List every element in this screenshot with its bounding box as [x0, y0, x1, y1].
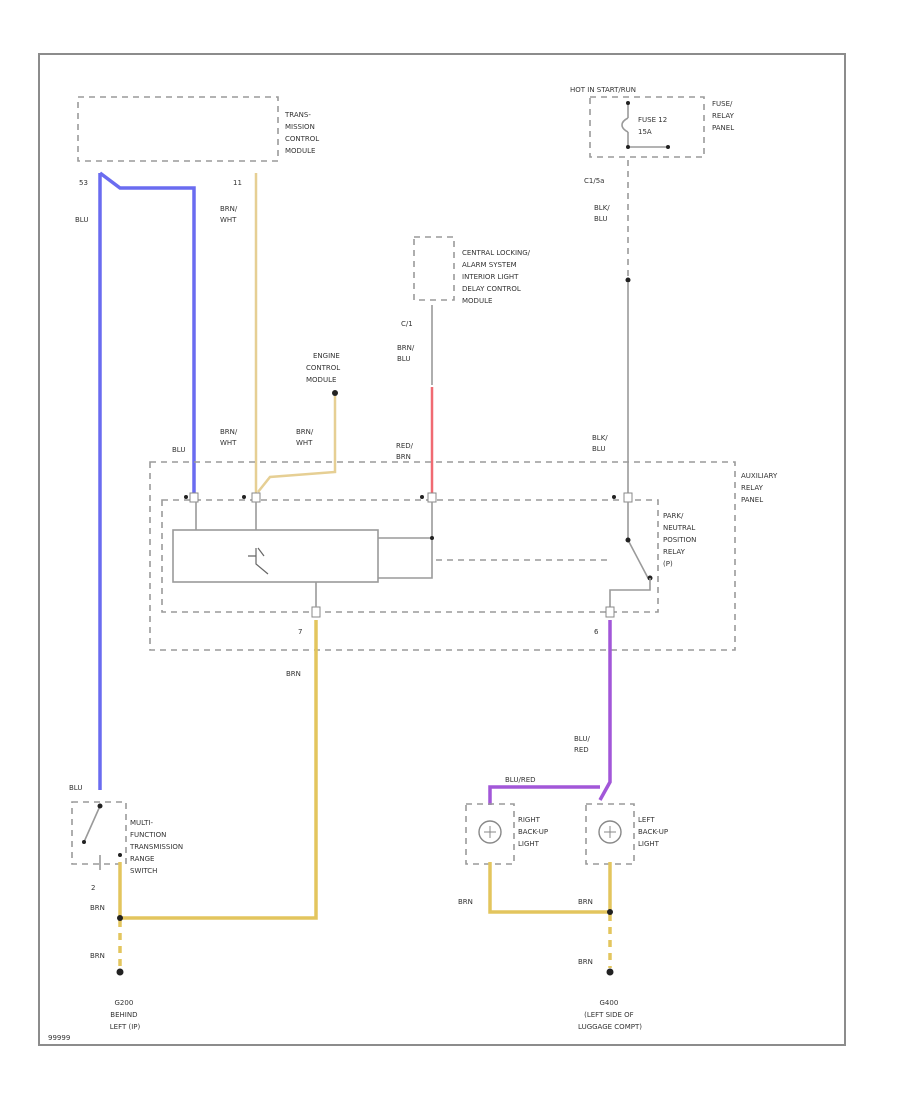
relay-switch-output: [609, 578, 651, 612]
mfs-dot-1: [97, 803, 103, 809]
wire-brn-wht-mid1-label: BRN/ WHT: [220, 428, 240, 447]
tcm-pin-11: 11: [233, 179, 242, 187]
wire-blu-red-small-label: BLU/RED: [505, 776, 536, 784]
transmission-control-module-box: [77, 96, 279, 162]
fuse-dot-top: [626, 101, 630, 105]
auxiliary-relay-panel-box: [149, 461, 736, 651]
relay-junction: [430, 536, 434, 540]
mfs-pin-2-label: 2: [91, 884, 95, 892]
wire-brn-wht-ecm: [257, 396, 337, 493]
wire-brn-wht-top-label: BRN/ WHT: [220, 205, 240, 224]
relay-timer-symbol: [248, 547, 269, 575]
pin-7-connector: [311, 606, 321, 618]
splice-left-ground: [117, 915, 123, 921]
multifunction-switch-box: [71, 801, 127, 865]
pin-6-connector: [605, 606, 615, 618]
wire-brn-wht-mid2-label: BRN/ WHT: [296, 428, 316, 447]
blk-blu-top-label: BLK/ BLU: [594, 204, 612, 223]
hot-in-start-run-label: HOT IN START/RUN: [570, 86, 636, 94]
diagram-frame: [38, 53, 846, 1046]
ground-right-label: G400 (LEFT SIDE OF LUGGAGE COMPT): [578, 999, 642, 1031]
right-backup-light-label: RIGHT BACK-UP LIGHT: [518, 816, 550, 848]
brn-blu-label: BRN/ BLU: [397, 344, 417, 363]
relay-internal-wires: [195, 502, 433, 579]
right-backup-light-bulb: [478, 820, 502, 844]
wire-brn-a-label: BRN: [90, 904, 105, 912]
multifunction-switch-label: MULTI- FUNCTION TRANSMISSION RANGE SWITC…: [129, 819, 185, 875]
wire-brn-mid-label: BRN: [286, 670, 301, 678]
wire-brn-d-label: BRN: [578, 898, 593, 906]
splice-right-ground: [607, 909, 613, 915]
connector-c1-5a-label: C1/5a: [584, 177, 604, 185]
fuse-relay-panel-label: FUSE/ RELAY PANEL: [712, 100, 736, 132]
wire-blu-mid-label: BLU: [172, 446, 185, 454]
left-backup-light-label: LEFT BACK-UP LIGHT: [638, 816, 670, 848]
central-pin-label: C/1: [401, 320, 413, 328]
pin-6-label: 6: [594, 628, 599, 636]
fuse-element: [621, 117, 629, 133]
wire-brn-c-label: BRN: [458, 898, 473, 906]
transmission-control-module-label: TRANS- MISSION CONTROL MODULE: [284, 111, 321, 155]
central-locking-module-label: CENTRAL LOCKING/ ALARM SYSTEM INTERIOR L…: [462, 249, 532, 305]
wire-blu-bottom-label: BLU: [69, 784, 82, 792]
wire-blu-red-to-lights: [488, 620, 612, 805]
park-neutral-relay-box: [161, 499, 659, 613]
wire-blu-red-label: BLU/ RED: [574, 735, 592, 754]
fuse-dot-right: [666, 145, 670, 149]
fuse-12-label: FUSE 12 15A: [638, 116, 669, 136]
ecm-terminal: [332, 390, 338, 396]
ground-right-terminal: [606, 968, 614, 976]
right-bulb-filament: [484, 826, 496, 838]
splice-blk-blu: [625, 277, 631, 283]
wire-brn-e-label: BRN: [578, 958, 593, 966]
ground-left-terminal: [116, 968, 124, 976]
park-neutral-relay-label: PARK/ NEUTRAL POSITION RELAY (P): [663, 512, 699, 568]
wire-brn-b-label: BRN: [90, 952, 105, 960]
auxiliary-relay-panel-label: AUXILIARY RELAY PANEL: [741, 472, 779, 504]
wire-blu-top-label: BLU: [75, 216, 88, 224]
left-bulb-filament: [604, 826, 616, 838]
wire-red-brn-label: RED/ BRN: [396, 442, 415, 461]
relay-switch-contact: [627, 502, 649, 579]
wire-brn-pin7-to-ground: [120, 620, 318, 920]
relay-switch-dot-top: [625, 537, 631, 543]
pin-7-label: 7: [298, 628, 302, 636]
aux-panel-connectors: [184, 492, 633, 503]
wire-brn-lights: [488, 862, 612, 914]
fuse-symbol: [627, 103, 668, 148]
relay-control-unit: [172, 529, 379, 583]
engine-control-module-label: ENGINE CONTROL MODULE: [306, 352, 342, 384]
central-locking-module-box: [413, 236, 455, 301]
left-backup-light-bulb: [598, 820, 622, 844]
ground-left-label: G200 BEHIND LEFT (IP): [110, 999, 141, 1031]
fuse-dot-bottom: [626, 145, 630, 149]
mfs-dot-3: [118, 853, 122, 857]
wire-blu-tcm-to-switch: [98, 171, 196, 790]
figure-number: 99999: [48, 1034, 70, 1042]
tcm-pin-53: 53: [79, 179, 88, 187]
wire-blk-blu-mid-label: BLK/ BLU: [592, 434, 610, 453]
mfs-dot-2: [82, 840, 86, 844]
multifunction-switch-contact: [83, 805, 101, 870]
fuse-relay-panel-box: [589, 96, 705, 158]
